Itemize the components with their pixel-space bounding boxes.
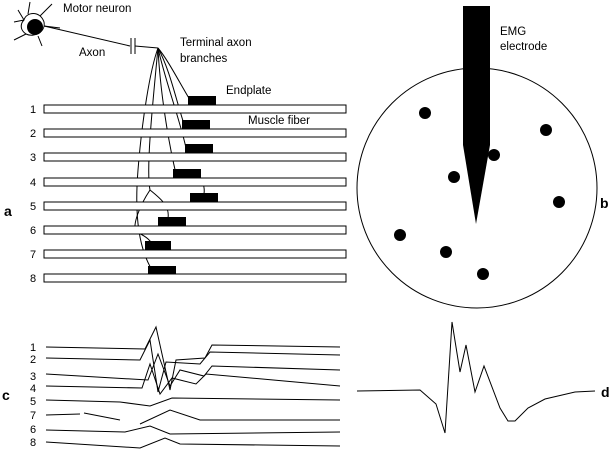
endplate-2 [182, 120, 210, 129]
endplate-6 [158, 217, 186, 226]
fiber-number-3: 3 [30, 152, 36, 164]
fiber-number-4: 4 [30, 177, 36, 189]
fiber-dot [419, 107, 431, 119]
emg-electrode [463, 6, 490, 224]
trace-number-5: 5 [30, 396, 36, 408]
trace-number-7: 7 [30, 410, 36, 422]
motor-neuron [13, 1, 159, 54]
fiber-dot [440, 246, 452, 258]
label-axon: Axon [79, 47, 105, 59]
trace-numbers: 1 2 3 4 5 7 6 8 [30, 342, 36, 449]
panel-label-a: a [4, 203, 12, 219]
label-emg-1: EMG [500, 26, 526, 38]
muscle-fiber-3 [43, 152, 347, 162]
trace-6 [45, 425, 341, 435]
motor-unit-potential [356, 321, 596, 434]
trace-3 [45, 352, 341, 388]
endplates [145, 96, 218, 274]
muscle-fiber-7 [43, 249, 347, 259]
trace-2 [45, 338, 341, 393]
endplate-5 [190, 193, 218, 202]
endplate-7 [145, 241, 171, 250]
fiber-number-7: 7 [30, 249, 36, 261]
trace-number-2: 2 [30, 354, 36, 366]
label-emg-2: electrode [500, 41, 547, 53]
fiber-numbers: 1 2 3 4 5 6 7 8 [30, 104, 36, 285]
muscle-fiber-5 [43, 201, 347, 211]
neuron-nucleus [27, 19, 43, 35]
fiber-number-1: 1 [30, 104, 36, 116]
trace-number-3: 3 [30, 371, 36, 383]
muscle-fiber-4 [43, 177, 347, 187]
fiber-dot [394, 229, 406, 241]
muscle-fiber-1 [43, 104, 347, 114]
endplate-3 [185, 144, 213, 153]
label-terminal-branches-2: branches [180, 53, 228, 65]
fiber-potential-traces [45, 325, 341, 449]
trace-5 [45, 397, 341, 407]
panel-label-c: c [2, 387, 10, 403]
endplate-1 [188, 96, 216, 105]
trace-number-6: 6 [30, 424, 36, 436]
muscle-fibers [43, 104, 347, 283]
label-terminal-branches-1: Terminal axon [180, 37, 252, 49]
fiber-number-5: 5 [30, 201, 36, 213]
muscle-fiber-dots [394, 107, 565, 280]
trace-number-4: 4 [30, 383, 36, 395]
fiber-number-6: 6 [30, 225, 36, 237]
fiber-dot [477, 268, 489, 280]
fiber-number-2: 2 [30, 128, 36, 140]
trace-7c [139, 409, 340, 425]
trace-4 [45, 362, 341, 396]
label-muscle-fiber: Muscle fiber [248, 115, 310, 127]
trace-7 [45, 413, 81, 416]
endplate-8 [148, 266, 176, 274]
trace-number-1: 1 [30, 342, 36, 354]
label-motor-neuron: Motor neuron [63, 3, 131, 15]
endplate-4 [173, 169, 201, 178]
fiber-number-8: 8 [30, 273, 36, 285]
muscle-fiber-8 [43, 273, 347, 283]
panel-label-d: d [601, 384, 610, 400]
fiber-dot [448, 171, 460, 183]
fiber-dot [540, 124, 552, 136]
trace-number-8: 8 [30, 437, 36, 449]
axon-main [43, 25, 131, 47]
neuron-soma-outline [13, 1, 61, 47]
fiber-dot [553, 196, 565, 208]
panel-label-b: b [600, 195, 609, 211]
muscle-fiber-2 [43, 128, 347, 138]
label-endplate: Endplate [226, 85, 271, 97]
muscle-fiber-6 [43, 225, 347, 235]
trace-7b [83, 412, 121, 421]
axon-continuation [134, 45, 159, 49]
fiber-dot [488, 149, 500, 161]
trace-8 [45, 437, 341, 449]
